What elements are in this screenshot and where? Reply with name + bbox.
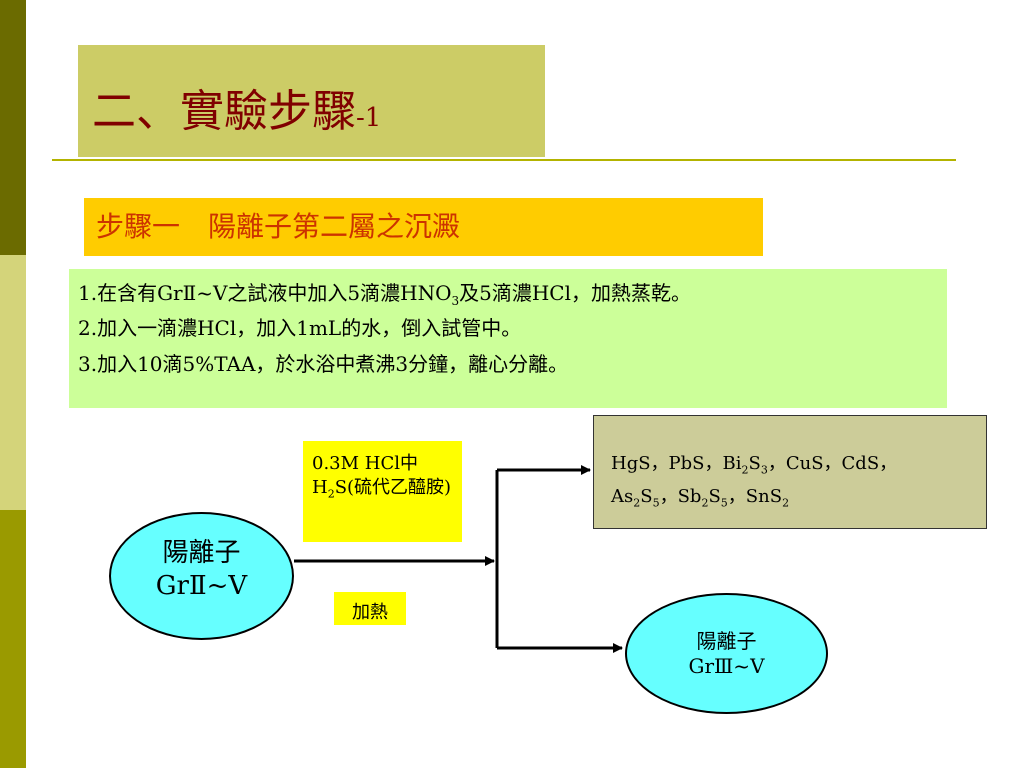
procedure-box bbox=[69, 269, 947, 408]
page-title: 二、實驗步驟-1 bbox=[92, 90, 381, 134]
cation-end-ellipse bbox=[625, 593, 828, 714]
title-divider bbox=[52, 159, 956, 161]
title-background bbox=[78, 45, 545, 157]
r-e: S bbox=[640, 485, 653, 507]
procedure-line-1-b: 及5滴濃HCl，加熱蒸乾。 bbox=[459, 281, 691, 305]
r-a: HgS，PbS，Bi bbox=[611, 453, 742, 474]
decor-strip-bottom bbox=[0, 510, 26, 768]
decor-strip-top bbox=[0, 0, 26, 255]
heat-label: 加熱 bbox=[352, 602, 388, 623]
cation-start-line-1: 陽離子 bbox=[162, 538, 241, 568]
r-d1: 2 bbox=[633, 496, 641, 510]
procedure-line-3: 3.加入10滴5%TAA，於水浴中煮沸3分鐘，離心分離。 bbox=[78, 352, 569, 376]
procedure-line-1-a: 1.在含有GrⅡ~V之試液中加入5滴濃HNO bbox=[78, 281, 452, 305]
title-main: 二、實驗步驟 bbox=[92, 86, 356, 137]
reagent-h-sub: 2 bbox=[327, 487, 335, 501]
r-g1: 5 bbox=[720, 496, 728, 510]
title-suffix: -1 bbox=[356, 103, 382, 133]
r-b: S bbox=[748, 453, 761, 474]
reagent-h: H bbox=[312, 477, 328, 498]
decor-strip-middle bbox=[0, 255, 26, 510]
r-a1: 2 bbox=[741, 463, 749, 477]
reagent-label: 0.3M HCl中 H2S(硫代乙醯胺) bbox=[312, 452, 462, 507]
cation-start-ellipse bbox=[109, 512, 294, 640]
precipitate-list: HgS，PbS，Bi2S3，CuS，CdS，As2S5，Sb2S5，SnS2 bbox=[611, 451, 981, 516]
r-h: ，SnS bbox=[727, 485, 783, 507]
procedure-line-1: 1.在含有GrⅡ~V之試液中加入5滴濃HNO3及5滴濃HCl，加熱蒸乾。 bbox=[78, 283, 691, 307]
step-label: 步驟一 陽離子第二屬之沉澱 bbox=[96, 210, 461, 243]
procedure-line-1-sub: 3 bbox=[451, 294, 460, 308]
r-d: As bbox=[611, 485, 634, 507]
r-f1: 2 bbox=[701, 496, 709, 510]
procedure-line-2: 2.加入一滴濃HCl，加入1mL的水，倒入試管中。 bbox=[78, 316, 522, 340]
reagent-rest: S(硫代乙醯胺) bbox=[334, 477, 452, 498]
r-e1: 5 bbox=[652, 496, 660, 510]
r-f: ，Sb bbox=[659, 485, 702, 507]
r-b1: 3 bbox=[760, 463, 768, 477]
precipitate-box bbox=[593, 415, 987, 529]
r-c: ，CuS，CdS， bbox=[767, 453, 898, 474]
r-g: S bbox=[708, 485, 721, 507]
cation-end-line-1: 陽離子 bbox=[696, 629, 757, 653]
reagent-box bbox=[303, 441, 462, 542]
r-h1: 2 bbox=[782, 496, 790, 510]
reagent-line-1: 0.3M HCl中 bbox=[312, 453, 419, 474]
cation-start-line-2: GrⅡ~V bbox=[155, 570, 248, 601]
step-banner bbox=[84, 198, 763, 256]
heat-box bbox=[334, 592, 406, 625]
cation-end-line-2: GrⅢ~V bbox=[688, 654, 765, 678]
